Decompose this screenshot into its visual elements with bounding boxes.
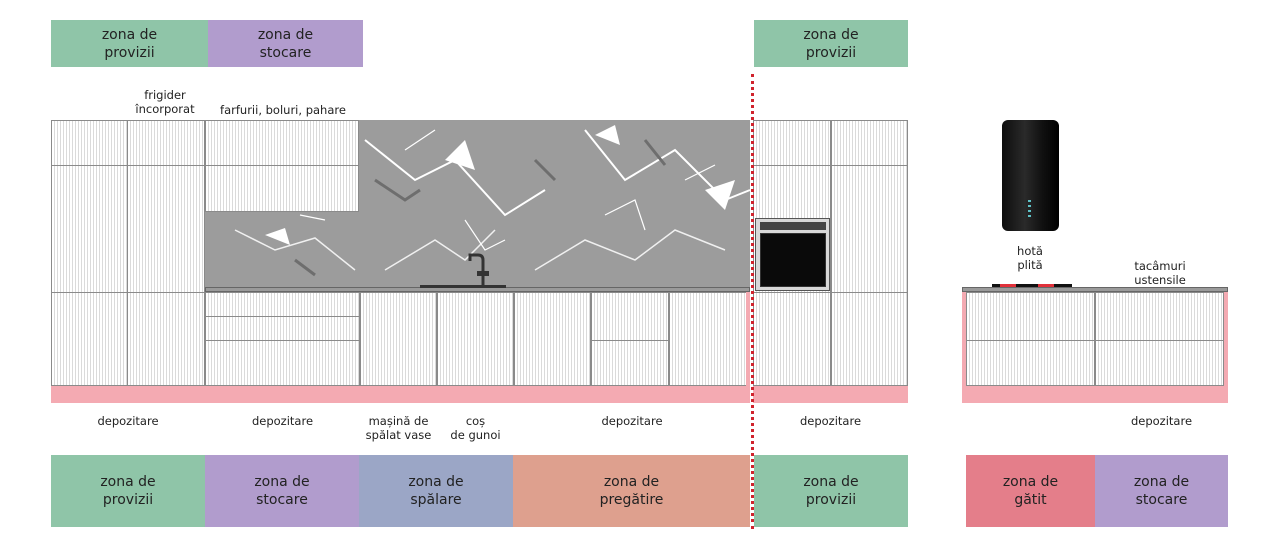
- island-countertop: [962, 287, 1228, 292]
- bin-label: coș de gunoi: [450, 414, 501, 442]
- base-cabinet-prep-2: [591, 292, 669, 386]
- storage-label-1: depozitare: [97, 414, 159, 428]
- base-cabinet-bin: [437, 292, 514, 386]
- cooktop: [992, 284, 1072, 287]
- bottom-zone-spalare: zona de spălare: [359, 455, 513, 527]
- top-zone-stocare: zona de stocare: [208, 20, 363, 67]
- bottom-zone-stocare-island: zona de stocare: [1095, 455, 1228, 527]
- base-cabinet-prep-1: [514, 292, 591, 386]
- island-drawer-line: [966, 340, 1224, 341]
- tall-cabinet-oven-right: [831, 120, 908, 386]
- faucet: [468, 253, 489, 288]
- tall-right-divider-lower: [753, 292, 908, 293]
- oven-control-panel: [760, 222, 826, 230]
- sink: [420, 285, 506, 288]
- bottom-zone-provizii-left: zona de provizii: [51, 455, 205, 527]
- tall-right-divider-upper: [753, 165, 908, 166]
- drawer-line-2: [205, 340, 360, 341]
- bottom-zone-pregatire: zona de pregătire: [513, 455, 750, 527]
- fridge-label: frigider încorporat: [135, 88, 195, 116]
- tall-cabinet-fridge: [127, 120, 205, 386]
- base-cabinet-dishwasher: [360, 292, 437, 386]
- range-hood: [1002, 120, 1059, 231]
- storage-label-3: depozitare: [601, 414, 663, 428]
- cutlery-label: tacâmuri ustensile: [1134, 259, 1186, 287]
- cabinet-side-panel: [746, 292, 750, 386]
- storage-label-4: depozitare: [799, 414, 862, 428]
- hood-hob-label: hotă plită: [1017, 244, 1043, 272]
- dishes-label: farfurii, boluri, pahare: [220, 103, 346, 117]
- base-cabinet-prep-3: [669, 292, 747, 386]
- dishwasher-label: mașină de spălat vase: [365, 414, 432, 442]
- tall-cabinet-1: [51, 120, 128, 386]
- section-divider: [751, 74, 754, 529]
- island-cabinet-left: [966, 292, 1095, 386]
- tall-cabinet-divider-upper: [51, 165, 205, 166]
- top-zone-provizii-left: zona de provizii: [51, 20, 208, 67]
- storage-label-5: depozitare: [1130, 414, 1193, 428]
- storage-label-2: depozitare: [251, 414, 314, 428]
- island-cabinet-right: [1095, 292, 1224, 386]
- bottom-zone-provizii-right: zona de provizii: [754, 455, 908, 527]
- base-cabinet-drawers: [205, 292, 360, 386]
- island-side-right: [1224, 292, 1228, 386]
- marble-backsplash: [205, 120, 751, 288]
- bottom-zone-gatit: zona de gătit: [966, 455, 1095, 527]
- burner-2: [1038, 284, 1054, 287]
- upper-cabinet-dishes: [205, 120, 359, 212]
- island-side-left: [962, 292, 966, 386]
- oven-window: [760, 233, 826, 287]
- upper-cabinet-divider: [205, 165, 359, 166]
- plinth-right-tall: [753, 386, 908, 403]
- plinth-island: [962, 386, 1228, 403]
- oven: [755, 218, 830, 291]
- drawer-line-1: [205, 316, 360, 317]
- tall-cabinet-divider-lower: [51, 292, 205, 293]
- top-zone-provizii-right: zona de provizii: [754, 20, 908, 67]
- hood-indicator: [1028, 200, 1031, 220]
- bottom-zone-stocare: zona de stocare: [205, 455, 359, 527]
- plinth-main: [51, 386, 750, 403]
- burner-1: [1000, 284, 1016, 287]
